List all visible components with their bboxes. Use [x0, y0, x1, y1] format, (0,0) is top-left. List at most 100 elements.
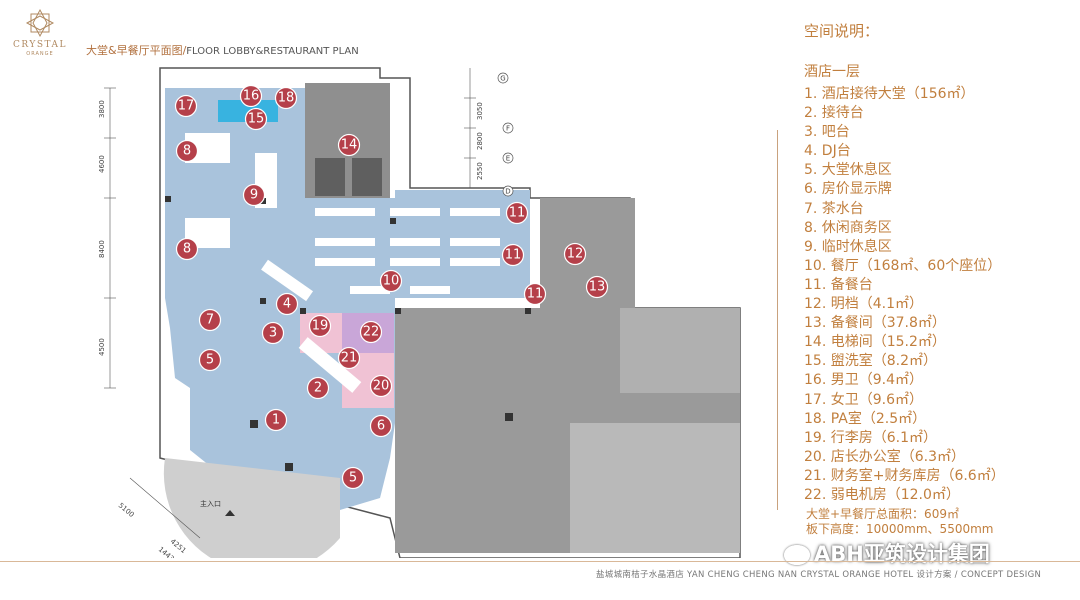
- room-marker-circle: [175, 237, 199, 261]
- footer-rule: [0, 561, 1080, 562]
- legend-item: 9. 临时休息区: [804, 238, 892, 255]
- dim-2550: 2550: [476, 162, 484, 180]
- legend-item: 6. 房价显示牌: [804, 181, 892, 198]
- summary-total-area: 大堂+早餐厅总面积：609㎡: [806, 507, 959, 521]
- legend-item: 16. 男卫（9.4㎡）: [804, 372, 923, 389]
- grey-area-stair: [620, 308, 740, 393]
- room-marker-circle: [369, 374, 393, 398]
- wechat-icon: [784, 545, 810, 565]
- room-marker-circle: [585, 275, 609, 299]
- room-marker-circle: [274, 86, 298, 110]
- elevator-car-1: [315, 158, 345, 196]
- legend-item: 4. DJ台: [804, 143, 851, 160]
- room-marker-number: 5: [206, 353, 214, 368]
- entrance-canopy: [163, 458, 340, 558]
- legend-item: 14. 电梯间（15.2㎡）: [804, 334, 946, 351]
- title-cn: 大堂&早餐厅平面图/: [86, 44, 187, 57]
- legend-heading: 空间说明：: [804, 22, 880, 40]
- room-marker-circle: [175, 139, 199, 163]
- room-marker-number: 10: [383, 274, 400, 289]
- columns: [165, 196, 531, 471]
- room-marker-number: 20: [373, 379, 390, 394]
- room-marker-number: 22: [363, 325, 380, 340]
- room-marker-circle: [242, 183, 266, 207]
- elevator-car-2: [352, 158, 382, 196]
- grid-label-d: D: [505, 188, 510, 196]
- legend-item: 2. 接待台: [804, 105, 864, 122]
- grey-area-restroom-block: [570, 423, 740, 553]
- watermark-text: ABH亚筑设计集团: [814, 542, 990, 566]
- room-marker-number: 14: [341, 138, 358, 153]
- room-marker-circle: [244, 107, 268, 131]
- legend-item: 20. 店长办公室（6.3㎡）: [804, 448, 965, 465]
- room-marker-circle: [369, 414, 393, 438]
- legend-item: 8. 休闲商务区: [804, 219, 892, 236]
- room-marker-number: 3: [269, 326, 277, 341]
- room-marker-circle: [198, 348, 222, 372]
- room-marker-number: 11: [527, 287, 544, 302]
- dim-4500: 4500: [98, 338, 106, 356]
- room-markers: 1234556788910111111121314151617181920212…: [174, 84, 609, 490]
- room-marker-number: 11: [509, 206, 526, 221]
- legend-item: 18. PA室（2.5㎡）: [804, 410, 927, 427]
- legend-divider: [777, 130, 778, 510]
- dim-5100: 5100: [117, 501, 136, 519]
- entrance-arrow-icon: [225, 510, 235, 516]
- logo-sub-text: ORANGE: [26, 51, 54, 57]
- floor-plan: 3800 4600 8400 4500 3050 2800 2550 5100 …: [98, 67, 741, 558]
- room-marker-circle: [337, 346, 361, 370]
- room-marker-number: 4: [283, 297, 291, 312]
- room-marker-circle: [359, 320, 383, 344]
- grid-labels: G F E D: [497, 72, 514, 197]
- legend-item: 5. 大堂休息区: [804, 162, 892, 179]
- room-marker-circle: [563, 242, 587, 266]
- room-marker-circle: [501, 243, 525, 267]
- room-marker-circle: [505, 201, 529, 225]
- room-marker-number: 5: [349, 471, 357, 486]
- legend-item: 12. 明档（4.1㎡）: [804, 296, 923, 313]
- grid-label-e: E: [506, 155, 510, 163]
- room-marker-number: 16: [243, 89, 260, 104]
- room-marker-circle: [341, 466, 365, 490]
- dimension-lines: [104, 68, 476, 539]
- room-marker-circle: [337, 133, 361, 157]
- legend-item: 21. 财务室+财务库房（6.6㎡）: [804, 467, 1005, 484]
- room-marker-circle: [379, 269, 403, 293]
- room-marker-number: 1: [272, 413, 280, 428]
- dim-2800: 2800: [476, 132, 484, 150]
- page-title: 大堂&早餐厅平面图/FLOOR LOBBY&RESTAURANT PLAN: [86, 42, 359, 58]
- dim-1443: 1443: [157, 545, 176, 558]
- logo-brand-text: CRYSTAL: [13, 40, 67, 50]
- room-marker-number: 2: [314, 381, 322, 396]
- room-marker-number: 9: [250, 188, 258, 203]
- title-en: FLOOR LOBBY&RESTAURANT PLAN: [186, 46, 359, 57]
- legend-item: 1. 酒店接待大堂（156㎡）: [804, 86, 975, 102]
- legend-item: 7. 茶水台: [804, 200, 864, 217]
- dim-3800: 3800: [98, 100, 106, 118]
- room-marker-number: 18: [278, 91, 295, 106]
- summary-block: 大堂+早餐厅总面积：609㎡ 板下高度：10000mm、5500mm: [806, 507, 993, 537]
- main-entrance-label: 主入口: [200, 499, 221, 508]
- room-marker-number: 19: [312, 319, 329, 334]
- legend-item: 13. 备餐间（37.8㎡）: [804, 315, 946, 332]
- dim-4600: 4600: [98, 155, 106, 173]
- grid-label-f: F: [506, 125, 510, 133]
- room-marker-number: 8: [183, 242, 191, 257]
- legend-floor: 酒店一层: [804, 64, 860, 80]
- legend-item: 15. 盥洗室（8.2㎡）: [804, 353, 937, 370]
- room-marker-circle: [523, 282, 547, 306]
- room-marker-number: 13: [589, 280, 606, 295]
- dim-8400: 8400: [98, 240, 106, 258]
- legend-item: 10. 餐厅（168㎡、60个座位）: [804, 257, 1002, 274]
- room-marker-number: 11: [505, 248, 522, 263]
- room-marker-circle: [306, 376, 330, 400]
- summary-ceiling-height: 板下高度：10000mm、5500mm: [806, 522, 994, 536]
- footer-text: 盐城城南桔子水晶酒店 YAN CHENG CHENG NAN CRYSTAL O…: [596, 570, 1042, 580]
- room-marker-circle: [264, 408, 288, 432]
- room-marker-number: 21: [341, 351, 358, 366]
- room-marker-circle: [275, 292, 299, 316]
- grid-label-g: G: [500, 75, 505, 83]
- room-marker-number: 15: [248, 112, 265, 127]
- room-marker-number: 17: [178, 99, 195, 114]
